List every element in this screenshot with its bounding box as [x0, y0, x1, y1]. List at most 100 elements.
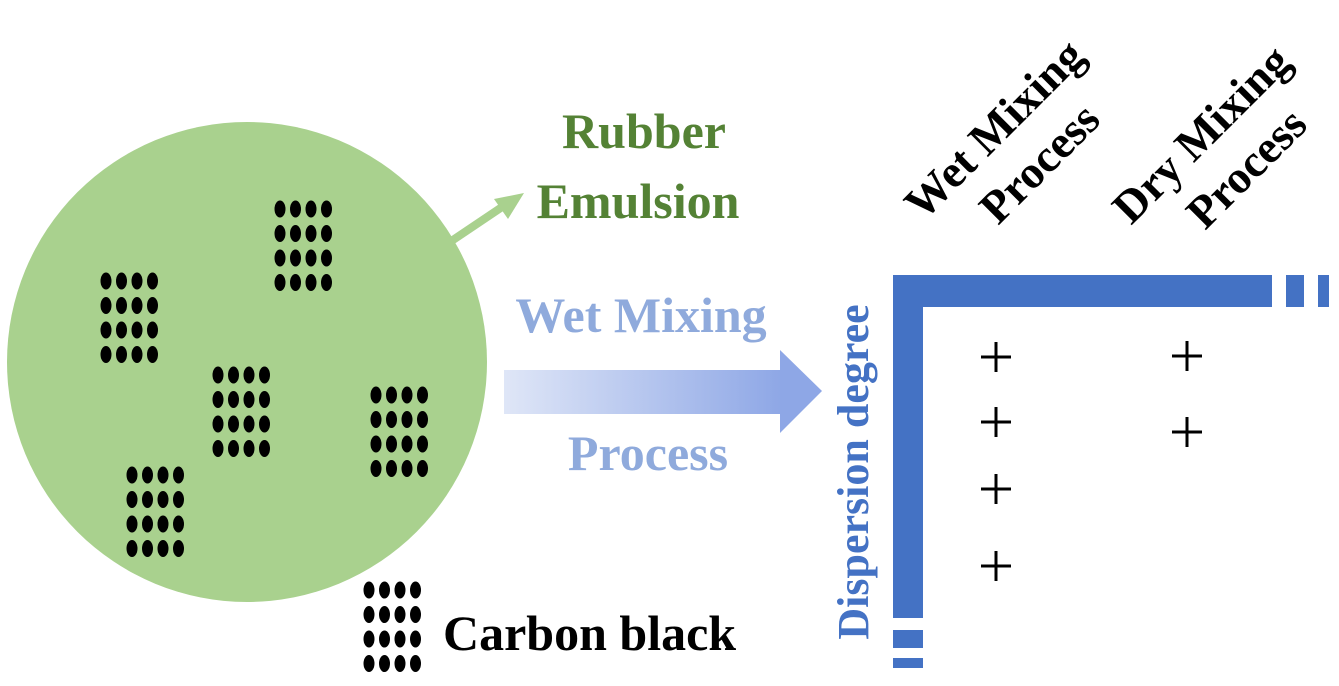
carbon-particle — [173, 466, 184, 484]
carbon-particle — [379, 581, 390, 599]
vertical-axis-dash-1 — [893, 630, 923, 648]
carbon-particle — [417, 411, 428, 428]
carbon-particle — [212, 391, 224, 408]
carbon-particle — [126, 466, 138, 484]
carbon-particle — [274, 274, 286, 291]
carbon-particle — [131, 321, 143, 339]
carbon-particle — [100, 297, 112, 314]
legend-dot-grid — [363, 581, 421, 672]
carbon-particle — [274, 249, 286, 267]
carbon-particle — [157, 491, 169, 508]
carbon-particle — [116, 346, 127, 363]
carbon-particle — [305, 249, 317, 267]
carbon-particle — [410, 630, 421, 648]
rubber-label-line1: Rubber — [562, 103, 726, 159]
carbon-particle — [394, 581, 406, 599]
carbon-particle — [321, 274, 332, 291]
carbon-particle — [228, 440, 239, 457]
carbon-particle — [243, 366, 255, 384]
carbon-particle — [259, 415, 270, 433]
carbon-particle — [228, 366, 239, 384]
plus-mark — [981, 342, 1011, 372]
carbon-particle — [116, 272, 127, 290]
horizontal-axis-dash-2 — [1318, 275, 1329, 307]
carbon-particle — [401, 435, 413, 453]
carbon-particle — [147, 297, 158, 314]
carbon-particle — [126, 540, 138, 557]
carbon-particle — [100, 346, 112, 363]
wet-mixing-arrow-label-bottom: Process — [568, 425, 728, 481]
carbon-black-cluster — [100, 272, 158, 363]
carbon-particle — [386, 435, 397, 453]
rubber-emulsion-circle — [7, 122, 487, 602]
carbon-particle — [228, 415, 239, 433]
carbon-particle — [212, 440, 224, 457]
carbon-particle — [126, 491, 138, 508]
carbon-particle — [379, 655, 390, 672]
carbon-particle — [305, 225, 317, 242]
carbon-particle — [290, 200, 301, 218]
dispersion-degree-axis-label: Dispersion degree — [829, 304, 878, 639]
carbon-particle — [243, 391, 255, 408]
carbon-particle — [401, 386, 413, 404]
carbon-particle — [147, 321, 158, 339]
carbon-particle — [157, 466, 169, 484]
carbon-particle — [142, 466, 153, 484]
carbon-particle — [386, 411, 397, 428]
carbon-black-cluster — [370, 386, 428, 477]
carbon-particle — [394, 606, 406, 623]
carbon-particle — [147, 272, 158, 290]
carbon-black-cluster — [212, 366, 270, 457]
carbon-particle — [274, 225, 286, 242]
carbon-particle — [363, 630, 375, 648]
horizontal-axis-bar — [893, 275, 1272, 307]
carbon-particle — [290, 249, 301, 267]
plus-mark — [981, 407, 1011, 437]
carbon-particle — [173, 540, 184, 557]
carbon-particle — [116, 297, 127, 314]
carbon-particle — [100, 321, 112, 339]
carbon-particle — [142, 515, 153, 533]
carbon-particle — [386, 460, 397, 477]
carbon-particle — [142, 491, 153, 508]
carbon-particle — [321, 249, 332, 267]
carbon-particle — [401, 411, 413, 428]
rubber-label-line2: Emulsion — [537, 173, 740, 229]
carbon-particle — [131, 272, 143, 290]
carbon-particle — [259, 366, 270, 384]
carbon-particle — [228, 391, 239, 408]
carbon-black-clusters — [100, 200, 428, 557]
plus-mark — [981, 474, 1011, 504]
carbon-particle — [370, 460, 382, 477]
carbon-particle — [173, 515, 184, 533]
carbon-particle — [410, 655, 421, 672]
carbon-particle — [212, 366, 224, 384]
wet-mixing-dispersion-marks — [981, 342, 1011, 581]
carbon-particle — [305, 274, 317, 291]
carbon-particle — [417, 460, 428, 477]
carbon-particle — [321, 200, 332, 218]
wet-mixing-arrow — [504, 350, 822, 433]
carbon-particle — [394, 655, 406, 672]
carbon-particle — [259, 440, 270, 457]
carbon-particle — [363, 581, 375, 599]
carbon-particle — [410, 606, 421, 623]
carbon-particle — [116, 321, 127, 339]
vertical-axis-bar — [893, 275, 923, 618]
carbon-particle — [131, 297, 143, 314]
carbon-particle — [370, 386, 382, 404]
carbon-particle — [394, 630, 406, 648]
carbon-particle — [126, 515, 138, 533]
carbon-particle — [410, 581, 421, 599]
carbon-particle — [417, 435, 428, 453]
carbon-particle — [379, 630, 390, 648]
vertical-axis-dash-2 — [893, 658, 923, 668]
carbon-particle — [157, 540, 169, 557]
dry-mixing-dispersion-marks — [1172, 341, 1202, 447]
wet-mixing-arrow-label-top: Wet Mixing — [515, 287, 766, 343]
carbon-particle — [401, 460, 413, 477]
carbon-particle — [386, 386, 397, 404]
carbon-particle — [370, 411, 382, 428]
carbon-particle — [243, 440, 255, 457]
